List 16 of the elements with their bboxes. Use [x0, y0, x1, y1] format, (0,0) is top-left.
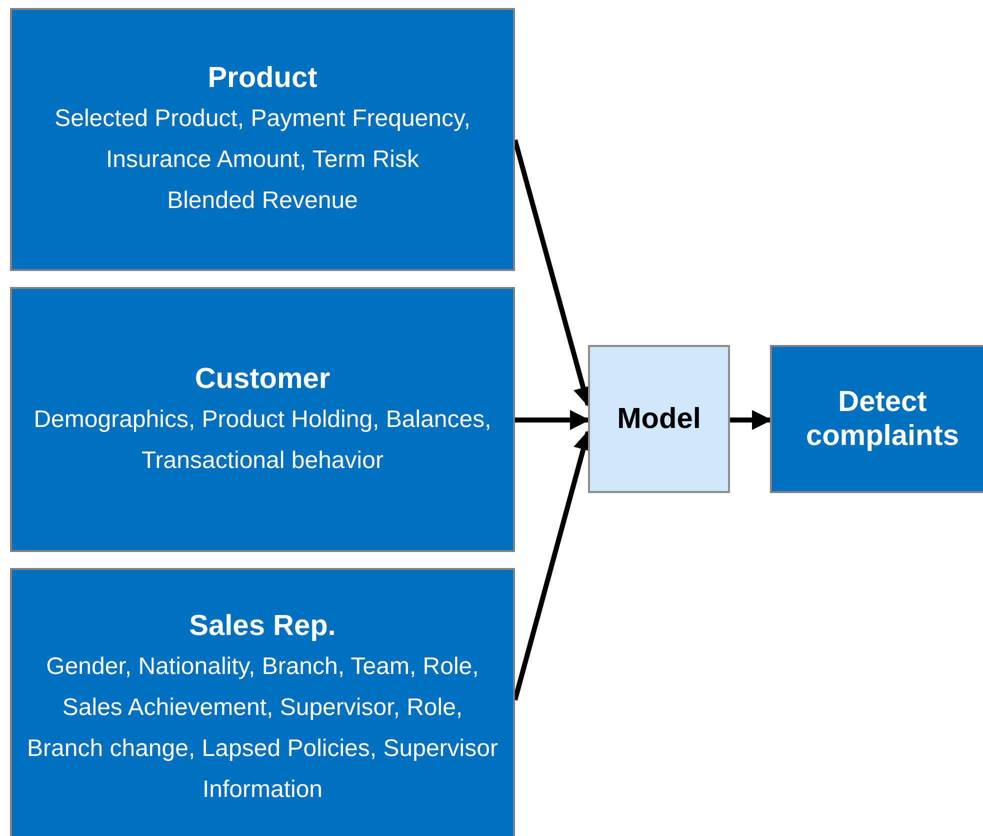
box-heading: Model	[617, 402, 701, 436]
box-heading: Customer	[194, 362, 330, 396]
box-heading: Detect complaints	[804, 385, 960, 453]
arrow	[515, 410, 590, 430]
model-box	[588, 345, 730, 493]
box-heading: Sales Rep.	[189, 609, 336, 644]
box-heading: Product	[208, 61, 318, 96]
input-box	[10, 568, 515, 836]
box-body-text: Gender, Nationality, Branch, Team, Role, Sales Achievement, Supervisor, Role, Branch change, Lapsed Policies, Supervisor Information	[26, 652, 499, 805]
arrow	[730, 410, 772, 430]
input-box	[10, 8, 515, 271]
box-body-text: Blended Revenue	[167, 186, 358, 216]
result-box	[770, 345, 983, 493]
input-box	[10, 287, 515, 552]
box-body-text: Demographics, Product Holding, Balances, Transactional behavior	[32, 404, 492, 476]
box-body-text: Selected Product, Payment Frequency, Insurance Amount, Term Risk	[54, 104, 472, 175]
